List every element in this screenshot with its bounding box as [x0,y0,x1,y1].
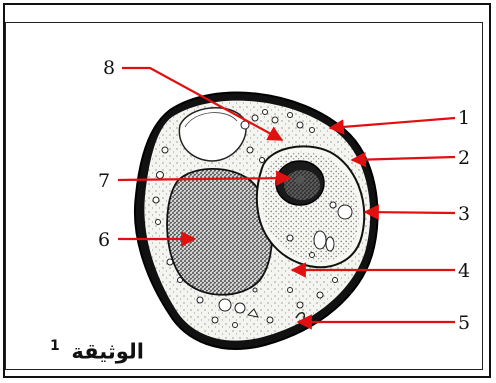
label-4: 4 [458,260,470,282]
document-caption: الوثيقة 1 [50,338,144,364]
caption-number: 1 [50,338,60,354]
caption-word: الوثيقة [71,339,144,363]
nucleus [167,169,272,295]
label-1: 1 [458,107,470,129]
label-3: 3 [458,203,470,225]
label-7: 7 [98,170,110,192]
label-8: 8 [103,57,115,79]
arrow-2 [352,157,455,160]
arrow-1 [330,118,455,128]
label-2: 2 [458,147,470,169]
label-5: 5 [458,312,470,334]
arrow-3 [365,212,455,213]
label-6: 6 [98,229,110,251]
